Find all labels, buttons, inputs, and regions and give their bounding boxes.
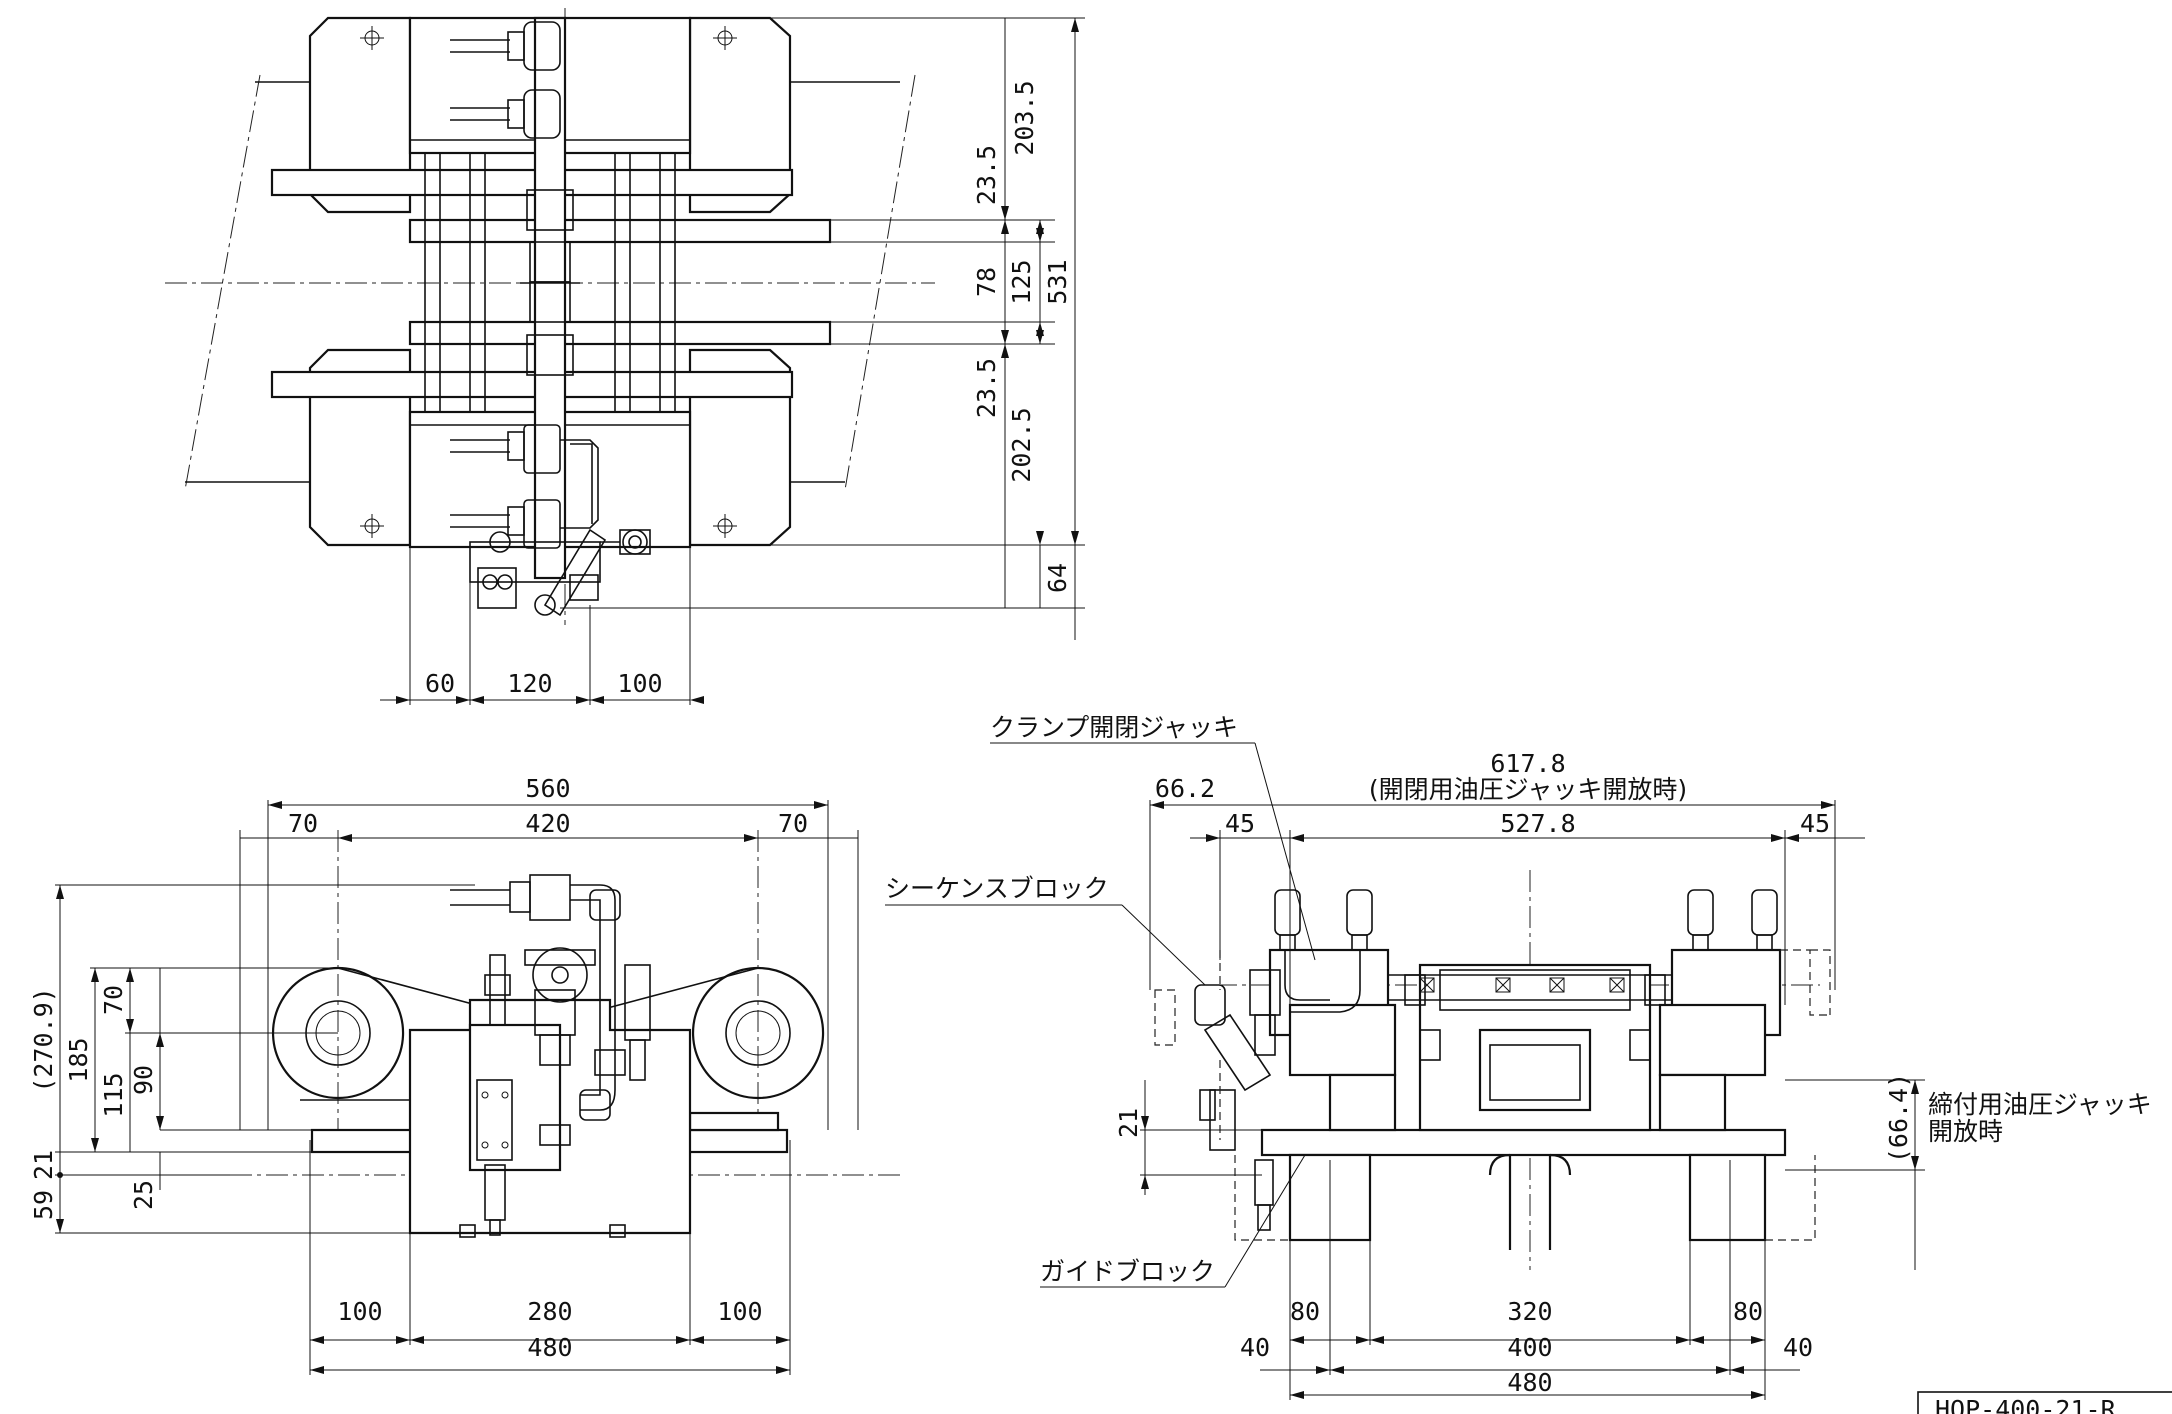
dim-78: 78: [972, 267, 1001, 297]
dim-100-right: 100: [717, 1297, 762, 1326]
label-guide-block: ガイドブロック: [1040, 1257, 1215, 1286]
dim-531: 531: [1043, 259, 1072, 304]
dim-125: 125: [1007, 259, 1036, 304]
dim-21-side: 21: [1114, 1108, 1143, 1138]
dim-70-left: 70: [288, 809, 318, 838]
dim-420: 420: [525, 809, 570, 838]
dim-70: 70: [99, 985, 128, 1015]
dim-59: 59: [29, 1190, 58, 1220]
dim-80-left: 80: [1290, 1297, 1320, 1326]
dim-115: 115: [99, 1072, 128, 1117]
dim-527-8: 527.8: [1500, 809, 1575, 838]
dim-100-left: 100: [337, 1297, 382, 1326]
label-clamp-jack: クランプ開閉ジャッキ: [990, 713, 1238, 742]
dim-480-side: 480: [1507, 1368, 1552, 1397]
dim-100: 100: [617, 669, 662, 698]
dim-280: 280: [527, 1297, 572, 1326]
dim-400: 400: [1507, 1333, 1552, 1362]
dim-66-2: 66.2: [1155, 774, 1215, 803]
dim-120: 120: [507, 669, 552, 698]
dim-80-right: 80: [1733, 1297, 1763, 1326]
drawing-number: HOP-400-21-R: [1935, 1395, 2117, 1414]
dim-25: 25: [129, 1180, 158, 1210]
dim-45-right: 45: [1800, 809, 1830, 838]
label-tighten-jack-open: 開放時: [1928, 1117, 2003, 1146]
dim-64: 64: [1043, 563, 1072, 593]
dim-40-right: 40: [1783, 1333, 1813, 1362]
label-sequence-block: シーケンスブロック: [885, 874, 1109, 903]
side-view: クランプ開閉ジャッキ シーケンスブロック ガイドブロック 締付用油圧ジャッキ 開…: [885, 713, 2152, 1400]
dim-23-5-top: 23.5: [972, 145, 1001, 205]
front-view: 560 70 420 70 (270.9) 185 70 115 90 59 2…: [29, 774, 900, 1375]
title-block: HOP-400-21-R: [1917, 1391, 2172, 1414]
dim-70-right: 70: [778, 809, 808, 838]
dim-40-left: 40: [1240, 1333, 1270, 1362]
dim-270-9: (270.9): [29, 987, 58, 1092]
dim-185: 185: [64, 1037, 93, 1082]
dim-480: 480: [527, 1333, 572, 1362]
dim-45-left: 45: [1225, 809, 1255, 838]
dim-66-4: (66.4): [1884, 1073, 1913, 1163]
dim-23-5-bottom: 23.5: [972, 358, 1001, 418]
dim-320: 320: [1507, 1297, 1552, 1326]
dim-617-8: 617.8: [1490, 749, 1565, 778]
dim-202-5: 202.5: [1007, 407, 1036, 482]
dim-560: 560: [525, 774, 570, 803]
top-view: 203.5 23.5 78 125 531 23.5 202.5 64 60 1…: [165, 8, 1085, 705]
dim-617-8-note: (開閉用油圧ジャッキ開放時): [1369, 775, 1687, 804]
dim-203-5: 203.5: [1010, 80, 1039, 155]
dim-60: 60: [425, 669, 455, 698]
dim-90: 90: [129, 1065, 158, 1095]
dim-21: 21: [29, 1150, 58, 1180]
label-tighten-jack: 締付用油圧ジャッキ: [1928, 1090, 2152, 1119]
